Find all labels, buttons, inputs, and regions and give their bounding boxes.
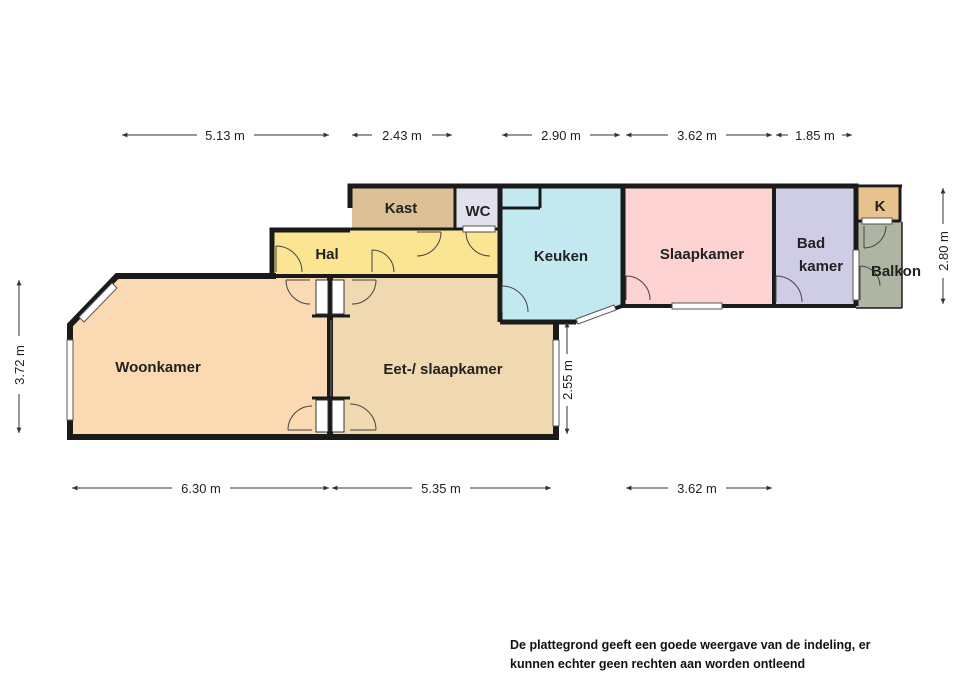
label-badkamer-line2: kamer: [799, 258, 843, 275]
dim-top-1: 5.13 m: [205, 128, 245, 143]
dimension-labels: 5.13 m 2.43 m 2.90 m 3.62 m 1.85 m 6.30 …: [12, 128, 951, 496]
window-slaapkamer: [671, 302, 723, 310]
dim-top-2: 2.43 m: [382, 128, 422, 143]
label-woonkamer: Woonkamer: [115, 359, 201, 376]
windows: [66, 217, 893, 427]
window-keuken: [575, 304, 617, 325]
badkamer-area: [774, 188, 856, 306]
keuken-area: [500, 188, 622, 322]
wc-area: [456, 188, 500, 228]
dim-inner: 2.55 m: [560, 360, 575, 400]
doors: [275, 225, 887, 433]
label-eet-slaapkamer: Eet-/ slaapkamer: [383, 361, 502, 378]
window-woonkamer-corner: [78, 282, 118, 323]
window-k: [861, 217, 893, 225]
hal-area: [274, 230, 500, 276]
dim-bottom-3: 3.62 m: [677, 481, 717, 496]
disclaimer: De plattegrond geeft een goede weergave …: [510, 636, 940, 674]
dim-bottom-2: 5.35 m: [421, 481, 461, 496]
dimension-lines: [16, 132, 946, 491]
disclaimer-line-1: De plattegrond geeft een goede weergave …: [510, 638, 871, 652]
dim-left: 3.72 m: [12, 345, 27, 385]
eet-slaapkamer-area: [330, 278, 553, 434]
dim-top-5: 1.85 m: [795, 128, 835, 143]
label-k: K: [875, 198, 886, 215]
woonkamer-area: [70, 278, 330, 434]
kast-area: [352, 188, 454, 228]
label-keuken: Keuken: [534, 248, 588, 265]
window-balkon-top: [462, 225, 496, 233]
window-eet-right: [552, 339, 560, 427]
window-woonkamer-left: [66, 339, 74, 421]
label-hal: Hal: [315, 246, 338, 263]
label-wc: WC: [466, 203, 491, 220]
room-fills: [70, 187, 902, 434]
disclaimer-line-2: kunnen echter geen rechten aan worden on…: [510, 657, 806, 671]
label-badkamer-line1: Bad: [797, 235, 825, 252]
label-kast: Kast: [385, 200, 418, 217]
k-area: [858, 188, 900, 220]
label-balkon: Balkon: [871, 263, 921, 280]
dim-right: 2.80 m: [936, 231, 951, 271]
dim-top-4: 3.62 m: [677, 128, 717, 143]
dim-bottom-1: 6.30 m: [181, 481, 221, 496]
window-badkamer-right: [852, 249, 860, 301]
label-slaapkamer: Slaapkamer: [660, 246, 744, 263]
room-labels: Woonkamer Eet-/ slaapkamer Hal Kast WC K…: [115, 198, 921, 378]
slaapkamer-area: [622, 188, 774, 306]
dim-top-3: 2.90 m: [541, 128, 581, 143]
